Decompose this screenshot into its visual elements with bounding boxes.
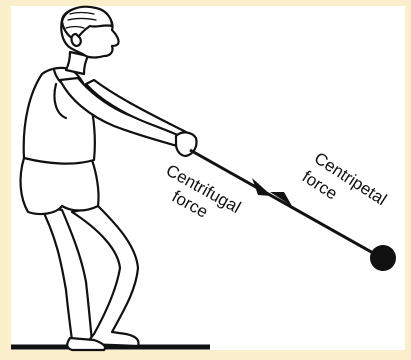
shorts [21,158,99,214]
ball-icon [370,245,396,271]
